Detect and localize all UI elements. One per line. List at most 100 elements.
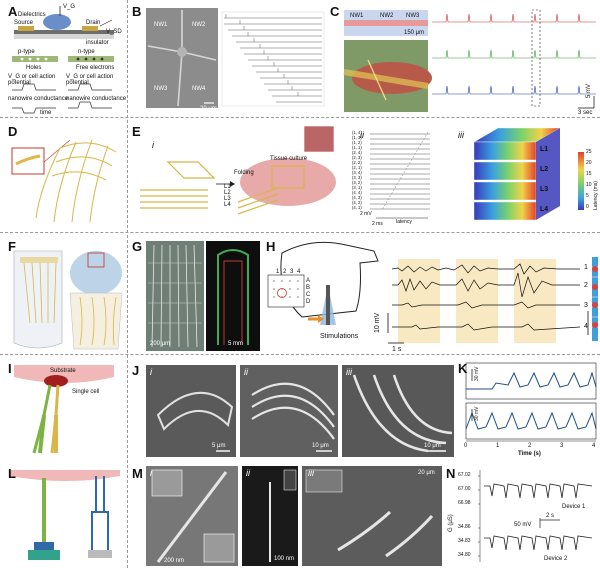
e-ms: 2 ms	[372, 221, 383, 227]
tissue-disc	[240, 158, 336, 206]
col-divider	[127, 0, 128, 568]
nw3-label: NW3	[154, 86, 168, 92]
h-ch-4: 4	[584, 323, 588, 330]
cond-right-label: nanowire conductance	[66, 96, 127, 102]
e-block-l1: L1	[540, 146, 549, 153]
h-col-4: 4	[297, 269, 301, 275]
c-nw3: NW3	[406, 13, 420, 19]
cb-tick-20: 20	[586, 160, 592, 166]
source-label: Source	[14, 20, 34, 26]
panel-j-label: J	[132, 363, 140, 378]
free-electrons-label: Free electrons	[76, 65, 115, 71]
panel-j: J i ii iii 5 μm 10 μm 10 μm	[128, 355, 456, 460]
e-row: (4, 3)	[352, 195, 362, 200]
panel-k-label: K	[458, 361, 468, 376]
e-row: (3, 1)	[352, 185, 362, 190]
m-sub-iii: iii	[308, 468, 314, 478]
substrate-shape	[14, 365, 114, 383]
g-scale-left: 200 μm	[150, 341, 171, 347]
panel-e-figure	[140, 125, 584, 221]
nanowire-bar	[14, 30, 114, 34]
p-type-bar	[12, 56, 58, 62]
panel-f-figure	[13, 250, 123, 350]
e-l4: L4	[224, 202, 231, 208]
m-scale-1: 200 nm	[164, 558, 185, 564]
h-trace-4	[392, 323, 581, 331]
insulator-label: insulator	[86, 40, 109, 46]
panel-l-label: L	[8, 466, 16, 481]
panel-c: C NW1 NW2 NW3 150 μm 5 mV 3 sec	[328, 0, 600, 117]
panel-h-figure	[267, 241, 598, 344]
c-nw2: NW2	[380, 13, 394, 19]
nw2-label: NW2	[192, 22, 206, 28]
panel-l: L	[0, 462, 127, 568]
e-sub-i: i	[152, 140, 154, 150]
e-row: (2, 2)	[352, 160, 362, 165]
h-stimulations: Stimulations	[320, 333, 359, 340]
panel-c-xscale: 3 sec	[578, 110, 593, 116]
panel-e: E i ii iii	[128, 118, 600, 232]
n-ytick-1: 67.02	[458, 472, 471, 478]
panel-a: A Dielectrics V_G Source Drain V_SD insu…	[0, 0, 127, 117]
m-sub-ii: ii	[246, 468, 250, 478]
panel-i-figure	[14, 365, 114, 454]
m-sub-i: i	[150, 468, 152, 478]
source-pad	[18, 26, 34, 31]
e-block-l3: L3	[540, 186, 549, 193]
panel-b: B NW1 NW2 NW3 NW4 20 μm	[128, 0, 328, 117]
g-scale-right: 5 mm	[228, 341, 243, 347]
k-xtick-2: 2	[528, 443, 532, 449]
e-latency: latency	[396, 219, 412, 225]
panel-m-label: M	[132, 466, 143, 481]
panel-c-figure	[343, 9, 596, 112]
cb-tick-10: 10	[586, 182, 592, 188]
panel-c-label: C	[330, 4, 340, 19]
trace-set	[224, 14, 322, 103]
h-traces	[391, 263, 581, 331]
n-ytick-5: 34.83	[458, 538, 471, 544]
h-xscale: 1 s	[392, 346, 402, 353]
panel-l-figure	[10, 470, 120, 560]
dielectric-drop	[43, 14, 71, 30]
h-col-2: 2	[283, 269, 287, 275]
drain-pad	[82, 26, 98, 31]
panel-n-figure	[478, 470, 593, 562]
e-tissue: Tissue culture	[270, 156, 308, 162]
cb-tick-5: 5	[586, 193, 589, 199]
latency-traces	[370, 133, 430, 210]
substrate-label: Substrate	[50, 368, 76, 374]
k-y1: 30 mV	[474, 366, 480, 381]
trace-green	[432, 49, 596, 59]
h-row-b: B	[306, 285, 311, 291]
n-type-bar	[68, 56, 114, 62]
n-ylabel: G (μS)	[448, 514, 454, 532]
e-l2: L2	[224, 190, 231, 196]
vg-label: V_G	[63, 4, 76, 10]
c-nw1: NW1	[350, 13, 364, 19]
panel-d: D	[0, 118, 127, 232]
j-sub-iii: iii	[346, 367, 352, 377]
e-row: (4, 4)	[352, 190, 362, 195]
single-cell	[44, 375, 68, 387]
e-block-l4: L4	[540, 206, 549, 213]
e-sub-iii: iii	[458, 130, 464, 140]
k-xtick-4: 4	[592, 443, 596, 449]
panel-a-label: A	[8, 4, 18, 19]
m-scale-2: 100 nm	[274, 556, 295, 562]
panel-h: H 1 2 3 4 A	[262, 233, 600, 354]
e-l3: L3	[224, 196, 231, 202]
k-xtick-3: 3	[560, 443, 564, 449]
m-scale-3: 20 μm	[418, 470, 435, 476]
panel-i-label: I	[8, 361, 12, 376]
k-xtick-1: 1	[496, 443, 500, 449]
g-photo-right	[206, 241, 260, 351]
time-label: time	[40, 110, 52, 116]
colorbar	[578, 152, 584, 210]
e-row: (2, 1)	[352, 165, 362, 170]
panel-n-label: N	[446, 466, 456, 481]
e-mv: 2 mV	[360, 211, 372, 217]
n-ytick-4: 34.86	[458, 524, 471, 530]
e-row: (3, 4)	[352, 170, 362, 175]
row-divider-3	[0, 354, 600, 355]
panel-k: K 30 mV 30 mV 0 1 2 3 4 Time (s)	[456, 355, 600, 460]
